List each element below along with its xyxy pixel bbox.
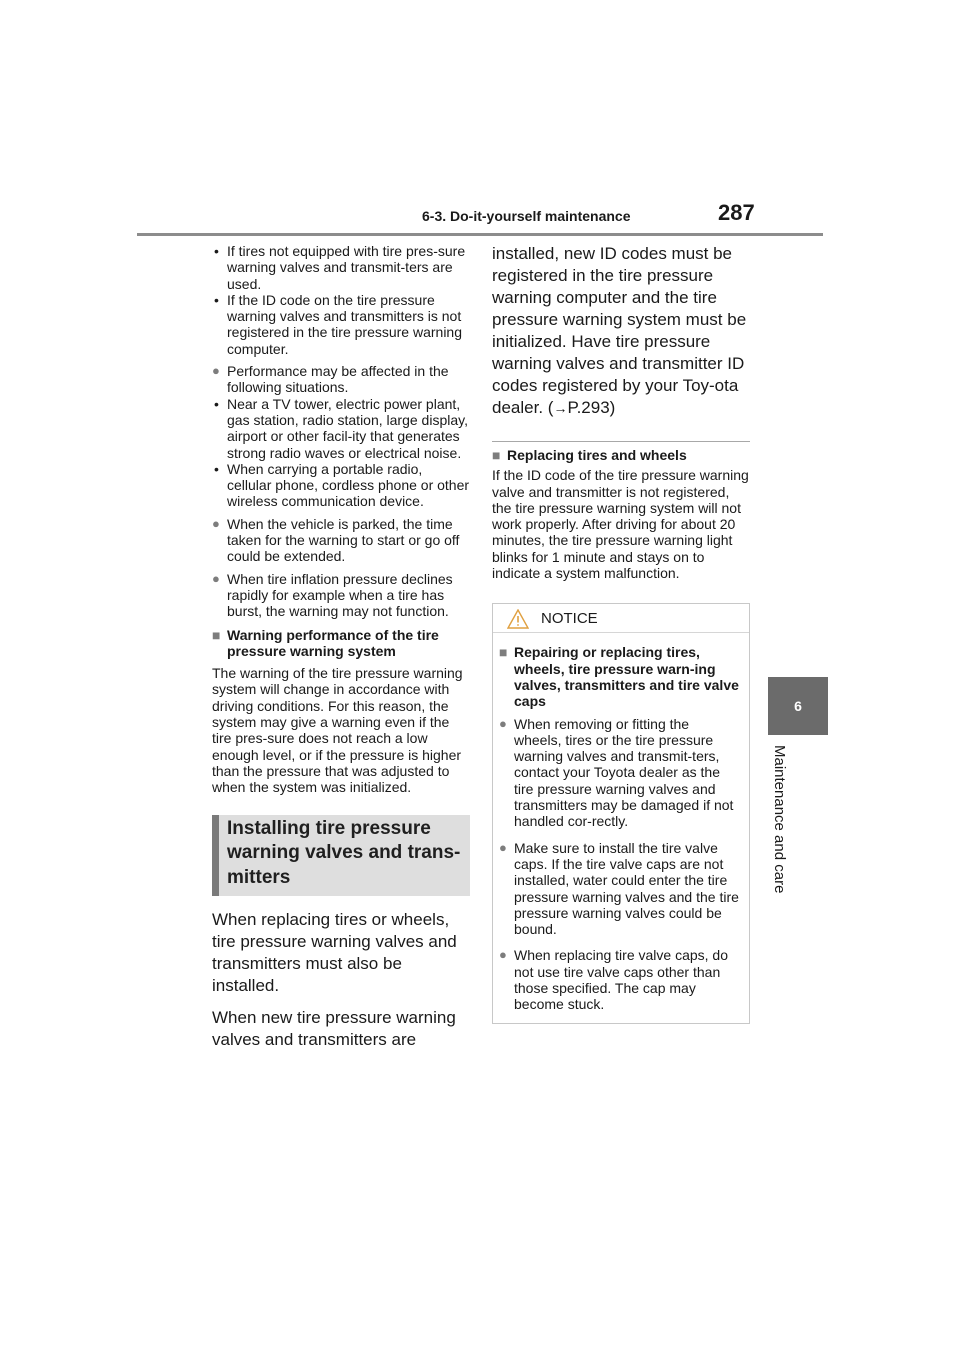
bullet-icon: ● xyxy=(499,715,507,731)
notice-body: ■Repairing or replacing tires, wheels, t… xyxy=(493,633,749,1012)
notice-box: NOTICE ■Repairing or replacing tires, wh… xyxy=(492,603,750,1024)
notice-title: NOTICE xyxy=(541,610,598,628)
page-reference-link[interactable]: P.293) xyxy=(567,398,616,417)
list-item: ●When replacing tire valve caps, do not … xyxy=(499,947,728,1013)
bullet-icon: ● xyxy=(499,839,507,855)
left-column: •If tires not equipped with tire pres-su… xyxy=(212,243,470,1051)
subheading-warning-performance: ■Warning performance of the tire pressur… xyxy=(212,626,439,659)
chapter-tab[interactable]: 6 xyxy=(768,677,828,735)
bullet-icon: ● xyxy=(212,570,220,586)
bullet-icon: ● xyxy=(499,947,507,963)
subheading-replacing: ■Replacing tires and wheels xyxy=(492,447,687,463)
square-bullet-icon: ■ xyxy=(499,644,508,661)
paragraph: If the ID code of the tire pressure warn… xyxy=(492,467,749,582)
divider xyxy=(492,441,750,442)
arrow-right-icon: → xyxy=(553,400,568,416)
list-item: ●When tire inflation pressure declines r… xyxy=(212,570,453,620)
list-item: •When carrying a portable radio, cellula… xyxy=(214,460,470,510)
header-divider xyxy=(137,233,823,236)
body-paragraph: When replacing tires or wheels, tire pre… xyxy=(212,910,457,995)
paragraph: The warning of the tire pressure warning… xyxy=(212,665,463,796)
warning-triangle-icon xyxy=(507,609,529,630)
list-item: •Near a TV tower, electric power plant, … xyxy=(214,395,468,461)
list-item: •If tires not equipped with tire pres-su… xyxy=(214,243,466,292)
right-column: installed, new ID codes must be register… xyxy=(492,243,750,1024)
square-bullet-icon: ■ xyxy=(492,447,501,463)
body-paragraph-continued: installed, new ID codes must be register… xyxy=(492,244,747,417)
square-bullet-icon: ■ xyxy=(212,626,221,643)
bullet-icon: ● xyxy=(212,515,220,531)
notice-header: NOTICE xyxy=(493,604,749,634)
body-paragraph: When new tire pressure warning valves an… xyxy=(212,1008,456,1049)
list-item: ●When the vehicle is parked, the time ta… xyxy=(212,515,460,565)
list-item: •If the ID code on the tire pressure war… xyxy=(214,291,463,357)
list-item: ●When removing or fitting the wheels, ti… xyxy=(499,715,734,830)
chapter-label: Maintenance and care xyxy=(771,745,788,894)
section-heading: Installing tire pressure warning valves … xyxy=(212,814,470,896)
page-number: 287 xyxy=(718,200,755,225)
bullet-icon: ● xyxy=(212,363,220,379)
list-item: ●Make sure to install the tire valve cap… xyxy=(499,839,739,938)
notice-heading: ■Repairing or replacing tires, wheels, t… xyxy=(499,644,739,710)
list-item: ●Performance may be affected in the foll… xyxy=(212,363,449,396)
section-title: 6-3. Do-it-yourself maintenance xyxy=(422,208,631,224)
